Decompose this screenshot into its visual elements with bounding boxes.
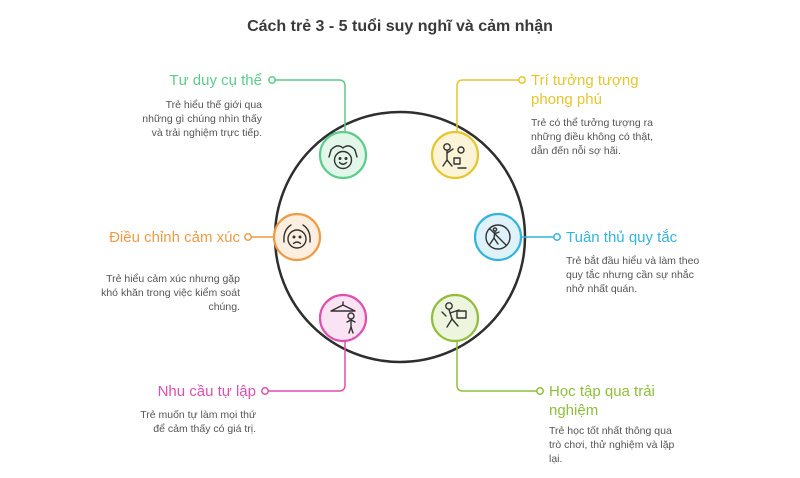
connector-dot xyxy=(244,233,252,241)
connector-dot xyxy=(536,387,544,395)
heading-independence: Nhu cầu tự lập xyxy=(157,383,256,400)
heading-concrete-thinking: Tư duy cụ thể xyxy=(169,72,262,89)
desc-experience: Trẻ học tốt nhất thông qua trò chơi, thử… xyxy=(549,425,675,465)
emotional-face-icon xyxy=(272,212,322,262)
heading-imagination: Trí tưởng tượng phong phú xyxy=(531,72,639,108)
diagram-title: Cách trẻ 3 - 5 tuổi suy nghĩ và cảm nhận xyxy=(247,18,553,35)
desc-rules: Trẻ bắt đầu hiểu và làm theo quy tắc như… xyxy=(566,255,700,295)
desc-imagination: Trẻ có thể tưởng tượng ra những điều khô… xyxy=(531,117,654,157)
desc-independence: Trẻ muốn tự làm mọi thứ để cảm thấy có g… xyxy=(140,409,256,435)
desc-concrete-thinking: Trẻ hiểu thế giới qua những gì chúng nhì… xyxy=(142,99,262,139)
dressing-self-icon xyxy=(318,293,368,343)
desc-emotion: Trẻ hiểu cảm xúc nhưng gặp khó khăn tron… xyxy=(101,273,240,313)
connector-dot xyxy=(518,76,526,84)
connector-dot xyxy=(268,76,276,84)
heading-rules: Tuân thủ quy tắc xyxy=(566,229,678,246)
connector-dot xyxy=(261,387,269,395)
no-running-sign-icon xyxy=(473,212,523,262)
hands-on-learning-icon xyxy=(430,293,480,343)
heading-experience: Học tập qua trải nghiệm xyxy=(549,383,655,419)
connector-experience xyxy=(456,339,540,392)
connector-dot xyxy=(553,233,561,241)
heading-emotion: Điều chỉnh cảm xúc xyxy=(109,229,240,246)
playing-child-icon xyxy=(430,130,480,180)
happy-child-hands-icon xyxy=(318,130,368,180)
connector-imagination xyxy=(456,79,522,135)
connector-independence xyxy=(265,339,346,392)
connector-concrete-thinking xyxy=(272,79,346,135)
